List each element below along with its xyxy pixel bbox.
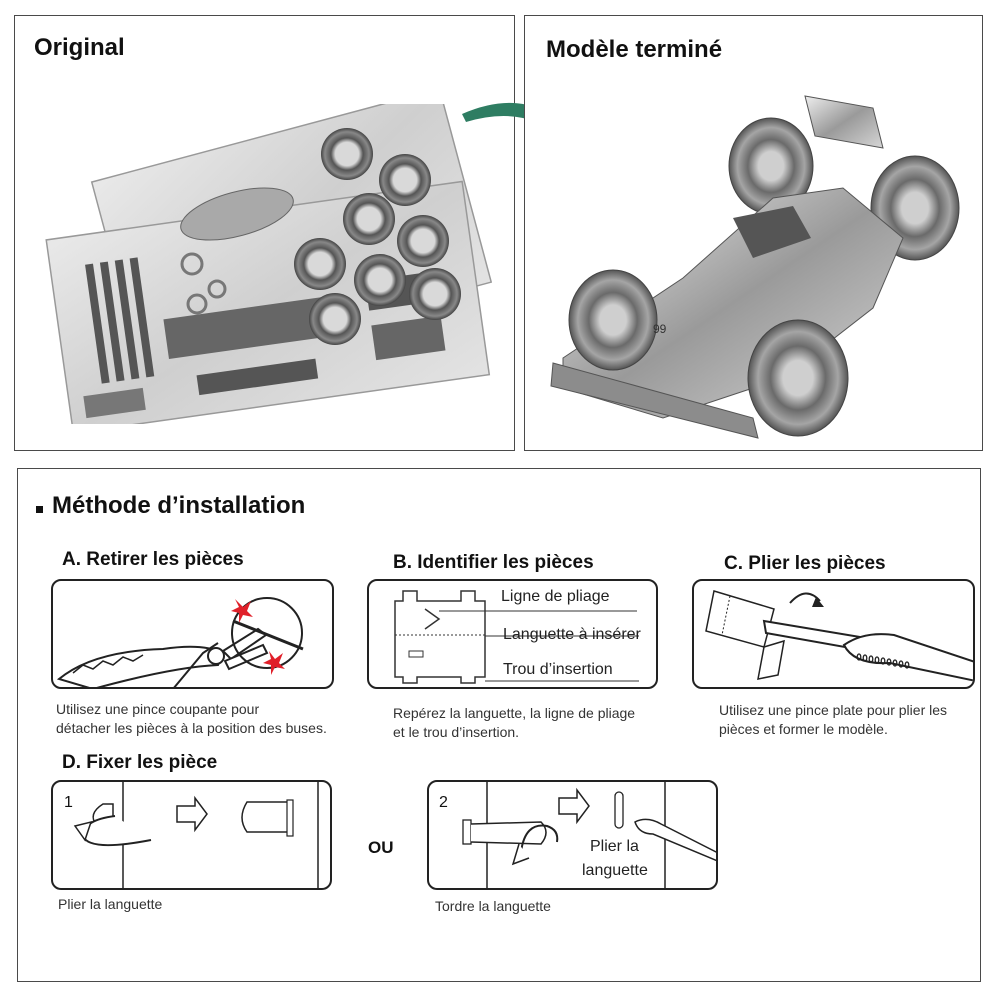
option2-number: 2 xyxy=(439,794,448,811)
option1-number: 1 xyxy=(64,794,73,811)
step-d-option1-diagram: 1 xyxy=(51,780,332,890)
step-c-diagram xyxy=(692,579,975,689)
option2-label-line2: languette xyxy=(582,862,648,879)
option2-caption: Tordre la languette xyxy=(435,898,551,914)
f1-car-illustration: 99 xyxy=(550,95,960,439)
step-c-desc-line2: pièces et former le modèle. xyxy=(719,721,888,737)
step-b-desc-line1: Repérez la languette, la ligne de pliage xyxy=(393,705,636,721)
car-number: 99 xyxy=(653,322,667,336)
step-a-diagram xyxy=(51,579,334,689)
method-title: Méthode d’installation xyxy=(52,492,306,519)
step-a-desc: Utilisez une pince coupante pour détache… xyxy=(56,700,366,738)
step-c-desc-line1: Utilisez une pince plate pour plier les xyxy=(719,702,948,718)
metal-sheets-illustration xyxy=(45,104,492,424)
step-c-desc: Utilisez une pince plate pour plier les … xyxy=(719,701,989,739)
method-bullet xyxy=(36,506,43,513)
method-panel xyxy=(17,468,981,982)
finished-title: Modèle terminé xyxy=(546,36,723,63)
step-b-desc-line2: et le trou d’insertion. xyxy=(393,724,520,740)
step-c-title: C. Plier les pièces xyxy=(724,553,886,574)
step-a-desc-line1: Utilisez une pince coupante pour xyxy=(56,701,260,717)
original-panel: Original xyxy=(14,15,515,451)
label-fold-line: Ligne de pliage xyxy=(501,588,610,605)
step-d-title: D. Fixer les pièce xyxy=(62,752,218,773)
step-b-title: B. Identifier les pièces xyxy=(393,552,594,573)
step-a-desc-line2: détacher les pièces à la position des bu… xyxy=(56,720,327,736)
step-b-desc: Repérez la languette, la ligne de pliage… xyxy=(393,704,693,742)
option2-label-line1: Plier la xyxy=(590,838,639,855)
step-a-title: A. Retirer les pièces xyxy=(62,549,244,570)
label-slot: Trou d’insertion xyxy=(503,661,613,678)
step-d-option2-diagram: 2 Plier la languette xyxy=(427,780,718,890)
option1-caption: Plier la languette xyxy=(58,896,163,912)
original-title: Original xyxy=(34,34,125,61)
finished-panel: Modèle terminé 99 xyxy=(524,15,983,451)
label-tab: Languette à insérer xyxy=(503,626,641,643)
step-b-diagram: Ligne de pliage Languette à insérer Trou… xyxy=(367,579,658,689)
or-label: OU xyxy=(368,838,394,857)
